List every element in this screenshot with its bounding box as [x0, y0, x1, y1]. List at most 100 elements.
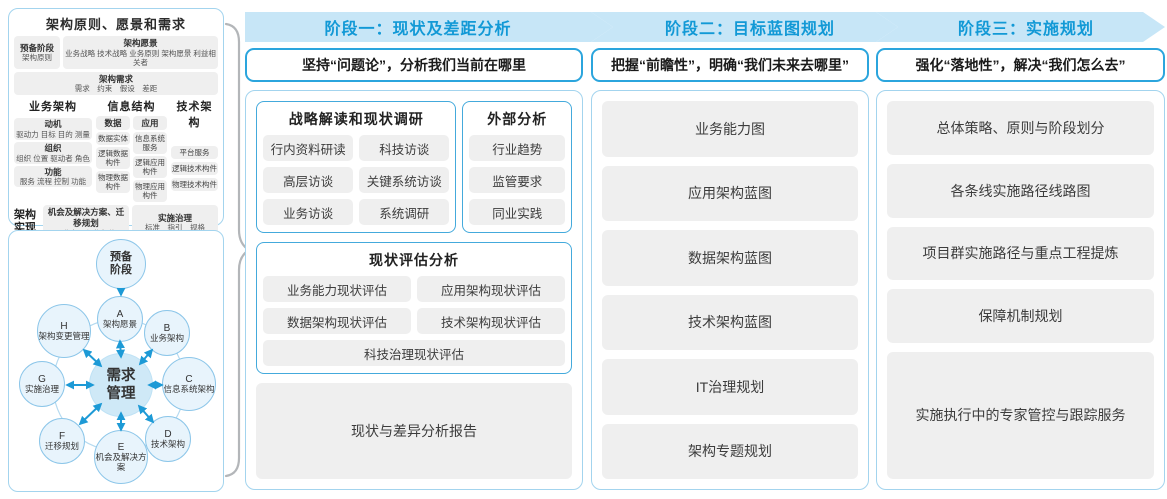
phase2-deliverable: 数据架构蓝图: [602, 230, 858, 286]
business-item-title: 组织: [44, 142, 62, 153]
phase3-slogan-box: 强化“落地性”，解决“我们怎么去”: [876, 48, 1165, 82]
adm-node-h: H 架构变更管理: [37, 304, 91, 358]
phase3-deliverable: 总体策略、原则与阶段划分: [887, 101, 1154, 155]
adm-node-c: C 信息系统架构: [162, 357, 216, 411]
phase2-slogan-box: 把握“前瞻性”，明确“我们未来去哪里”: [591, 48, 869, 82]
adm-node-e: E 机会及解决方案: [94, 430, 148, 484]
application-subcolumn: 应用 信息系统服务 逻辑应用构件 物理应用构件: [133, 116, 167, 203]
phase2-deliverable: 应用架构蓝图: [602, 165, 858, 221]
strategy-research-title: 战略解读和现状调研: [288, 111, 424, 127]
assessment-item: 应用架构现状评估: [417, 276, 565, 302]
phase3-slogan-text: 强化“落地性”，解决“我们怎么去”: [915, 57, 1126, 73]
phase3-content-panel: 总体策略、原则与阶段划分 各条线实施路径线路图 项目群实施路径与重点工程提炼 保…: [876, 90, 1165, 490]
data-header: 数据: [96, 116, 130, 131]
principles-mid-section: 业务架构 动机 驱动力 目标 目的 测量 组织 组织 位置 驱动者 角色 功能 …: [14, 98, 218, 203]
information-structure-title: 信息结构: [107, 101, 156, 114]
external-item: 行业趋势: [469, 135, 565, 161]
architecture-vision-box: 架构愿景 业务战略 技术战略 业务原则 架构愿景 利益相关者: [63, 36, 218, 69]
application-item: 物理应用构件: [133, 180, 167, 203]
governance-title: 实施治理: [157, 212, 192, 223]
opportunities-title: 机会及解决方案、迁移规划: [47, 207, 125, 228]
external-analysis-title: 外部分析: [487, 111, 548, 127]
assessment-item: 科技治理现状评估: [263, 340, 565, 366]
adm-node-b: B 业务架构: [144, 310, 190, 356]
phase3-deliverable: 实施执行中的专家管控与跟踪服务: [887, 352, 1154, 479]
data-item: 数据实体: [96, 132, 130, 146]
phase2-deliverable: 架构专题规划: [602, 423, 858, 479]
phase2-deliverable: 业务能力图: [602, 101, 858, 157]
adm-node-d: D 技术架构: [145, 416, 191, 462]
panel-architecture-principles: 架构原则、愿景和需求 预备阶段 架构原则 架构愿景 业务战略 技术战略 业务原则…: [8, 8, 224, 240]
strategy-item: 行内资料研读: [263, 135, 354, 161]
business-item-sub: 驱动力 目标 目的 测量: [16, 129, 90, 139]
requirements-sub: 需求 约束 假设 差距: [74, 84, 158, 94]
adm-node-letter: C: [185, 373, 193, 385]
business-item: 组织 组织 位置 驱动者 角色: [14, 141, 92, 164]
business-architecture-column: 业务架构 动机 驱动力 目标 目的 测量 组织 组织 位置 驱动者 角色 功能 …: [14, 98, 92, 202]
assessment-box: 现状评估分析 业务能力现状评估 应用架构现状评估 数据架构现状评估 技术架构现状…: [256, 242, 572, 374]
prep-phase-sub: 架构原则: [22, 53, 52, 63]
technology-item: 物理技术构件: [171, 178, 218, 192]
adm-node-label: 架构变更管理: [38, 330, 90, 341]
phase2-deliverable: 技术架构蓝图: [602, 294, 858, 350]
strategy-item: 高层访谈: [263, 167, 354, 193]
adm-node-label: 机会及解决方案: [95, 451, 147, 472]
technology-architecture-title: 技术架构: [176, 101, 213, 130]
business-item: 动机 驱动力 目标 目的 测量: [14, 118, 92, 140]
phase3-header-label: 阶段三：实施规划: [957, 21, 1094, 38]
business-architecture-title: 业务架构: [29, 101, 77, 114]
strategy-item: 关键系统访谈: [359, 167, 450, 193]
adm-node-a: A 架构愿景: [97, 296, 143, 342]
adm-node-preparation: 预备阶段: [96, 239, 146, 289]
external-item: 监管要求: [469, 167, 565, 193]
assessment-item: 数据架构现状评估: [263, 308, 411, 334]
phase3-header-band: 阶段三：实施规划: [876, 12, 1165, 42]
phase3-deliverable: 项目群实施路径与重点工程提炼: [887, 226, 1154, 281]
application-item: 信息系统服务: [133, 132, 167, 155]
adm-node-letter: G: [38, 373, 46, 385]
phase2-slogan-text: 把握“前瞻性”，明确“我们未来去哪里”: [611, 57, 849, 73]
vision-title: 架构愿景: [123, 38, 158, 48]
vision-sub: 业务战略 技术战略 业务原则 架构愿景 利益相关者: [65, 48, 216, 67]
business-item: 功能 服务 流程 控制 功能: [14, 165, 92, 188]
gap-analysis-report-box: 现状与差异分析报告: [256, 383, 572, 479]
principles-row-top: 预备阶段 架构原则 架构愿景 业务战略 技术战略 业务原则 架构愿景 利益相关者: [14, 36, 218, 69]
business-item-sub: 服务 流程 控制 功能: [19, 177, 87, 187]
assessment-item: 业务能力现状评估: [263, 276, 411, 302]
external-analysis-box: 外部分析 行业趋势 监管要求 同业实践: [462, 101, 572, 233]
technology-item: 平台服务: [171, 146, 218, 160]
adm-node-label: 实施治理: [24, 383, 59, 394]
adm-node-label: 技术架构: [150, 438, 185, 449]
adm-node-letter: A: [116, 308, 124, 320]
technology-item: 逻辑技术构件: [171, 162, 218, 176]
prep-phase-title: 预备阶段: [19, 42, 54, 53]
assessment-item: 技术架构现状评估: [417, 308, 565, 334]
phase3-deliverable: 保障机制规划: [887, 289, 1154, 343]
assessment-title: 现状评估分析: [369, 252, 459, 268]
phase2-header-label: 阶段二：目标蓝图规划: [664, 21, 835, 38]
adm-center-label: 需求管理: [106, 367, 136, 402]
phase2-deliverable: IT治理规划: [602, 359, 858, 415]
phase1-header-label: 阶段一：现状及差距分析: [324, 21, 512, 38]
adm-node-label: 业务架构: [149, 332, 184, 343]
strategy-item: 科技访谈: [359, 135, 450, 161]
adm-node-g: G 实施治理: [19, 361, 65, 407]
prep-phase-box: 预备阶段 架构原则: [14, 36, 60, 69]
phase1-content-panel: 战略解读和现状调研 行内资料研读 科技访谈 高层访谈 关键系统访谈 业务访谈 系…: [245, 90, 583, 490]
phase1-slogan-box: 坚持“问题论”，分析我们当前在哪里: [245, 48, 583, 82]
data-item: 逻辑数据构件: [96, 147, 130, 170]
technology-architecture-column: 技术架构 平台服务 逻辑技术构件 物理技术构件: [171, 98, 218, 202]
strategy-research-box: 战略解读和现状调研 行内资料研读 科技访谈 高层访谈 关键系统访谈 业务访谈 系…: [256, 101, 457, 233]
phase2-content-panel: 业务能力图 应用架构蓝图 数据架构蓝图 技术架构蓝图 IT治理规划 架构专题规划: [591, 90, 869, 490]
phase1-slogan-text: 坚持“问题论”，分析我们当前在哪里: [302, 57, 526, 73]
adm-node-label: 架构愿景: [102, 318, 137, 329]
business-item-title: 动机: [44, 119, 62, 130]
business-item-title: 功能: [44, 166, 62, 177]
data-item: 物理数据构件: [96, 171, 130, 194]
external-item: 同业实践: [469, 199, 565, 225]
adm-node-label: 信息系统架构: [163, 383, 215, 394]
phase1-research-row: 战略解读和现状调研 行内资料研读 科技访谈 高层访谈 关键系统访谈 业务访谈 系…: [256, 101, 572, 233]
information-structure-column: 信息结构 数据 数据实体 逻辑数据构件 物理数据构件 应用 信息系统服务 逻辑应…: [96, 98, 167, 203]
phase1-header-band: 阶段一：现状及差距分析: [245, 12, 613, 42]
